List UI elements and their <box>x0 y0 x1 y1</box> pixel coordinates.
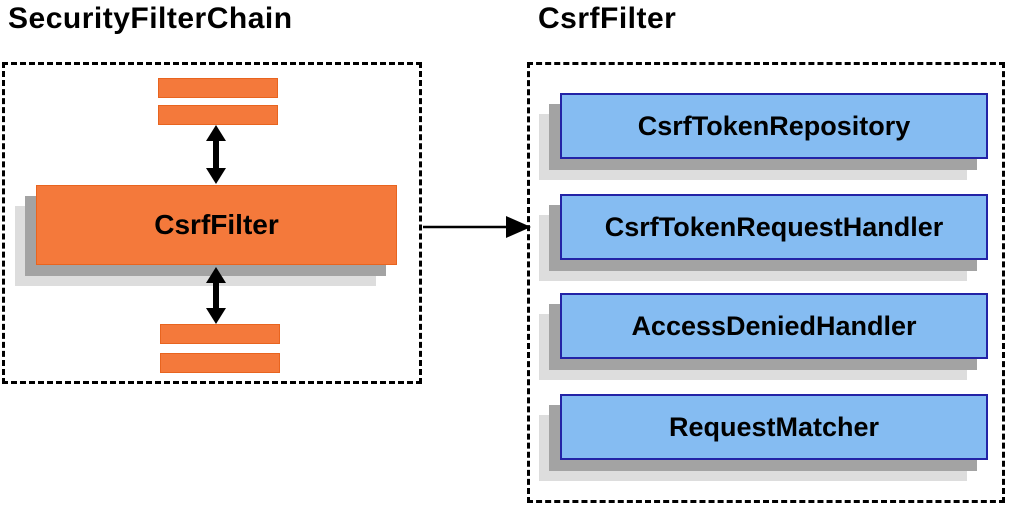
component-label: CsrfTokenRepository <box>637 110 911 141</box>
csrf-filter-box: CsrfFilter <box>36 185 397 265</box>
component-label: RequestMatcher <box>668 411 880 442</box>
chain-filter-bar <box>158 105 278 125</box>
chain-filter-bar <box>160 353 280 373</box>
request-matcher-box: RequestMatcher <box>560 394 988 460</box>
double-arrow-icon <box>206 267 226 324</box>
security-filter-chain-title: SecurityFilterChain <box>8 2 293 35</box>
csrf-filter-node: CsrfFilter <box>15 185 397 286</box>
component-label: AccessDeniedHandler <box>631 310 917 341</box>
csrf-token-repository-box: CsrfTokenRepository <box>560 93 988 159</box>
component-node: CsrfTokenRequestHandler <box>539 194 988 281</box>
csrf-filter-label: CsrfFilter <box>154 209 279 240</box>
component-label: CsrfTokenRequestHandler <box>604 211 944 242</box>
csrf-token-request-handler-box: CsrfTokenRequestHandler <box>560 194 988 260</box>
security-filter-chain-panel: CsrfFilter <box>2 62 422 384</box>
access-denied-handler-box: AccessDeniedHandler <box>560 293 988 359</box>
double-arrow-icon <box>206 125 226 184</box>
chain-filter-bar <box>158 78 278 98</box>
component-node: AccessDeniedHandler <box>539 293 988 380</box>
component-node: CsrfTokenRepository <box>539 93 988 180</box>
right-arrow-icon <box>423 216 531 238</box>
csrf-filter-panel: CsrfTokenRepository CsrfTokenRequestHand… <box>527 62 1005 503</box>
chain-filter-bar <box>160 324 280 344</box>
component-node: RequestMatcher <box>539 394 988 481</box>
csrf-filter-title: CsrfFilter <box>538 2 677 35</box>
